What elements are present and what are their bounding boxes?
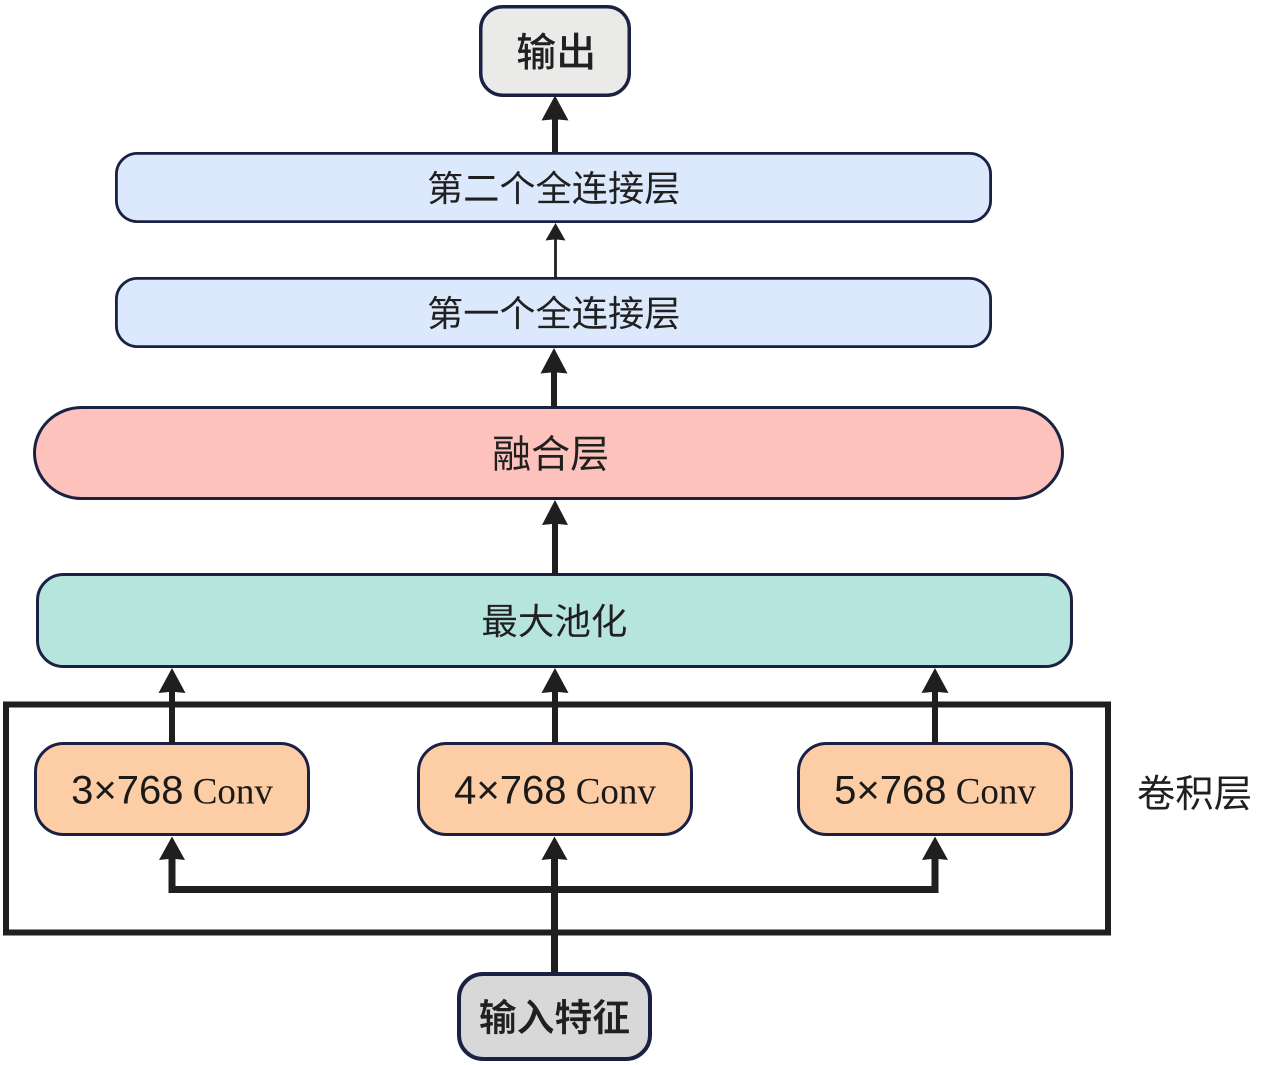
svg-text:3×768 Conv: 3×768 Conv (71, 769, 273, 813)
svg-text:4×768 Conv: 4×768 Conv (454, 769, 656, 813)
svg-text:5×768 Conv: 5×768 Conv (834, 769, 1036, 813)
